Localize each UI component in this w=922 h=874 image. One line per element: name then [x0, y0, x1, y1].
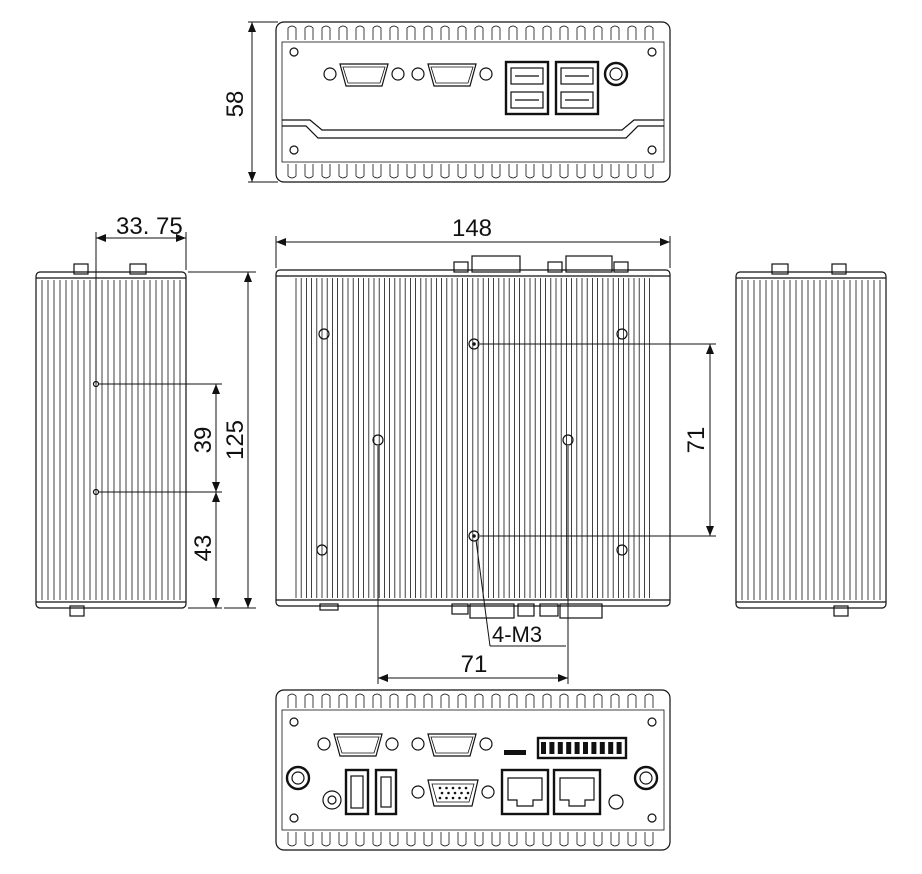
rear-view-bottom-fins: [287, 832, 654, 847]
left-side-view: 33. 75 39 43 125: [35, 213, 256, 617]
top-view-fins: [295, 278, 650, 598]
led-indicator-icon: [504, 750, 526, 755]
top-view-screw-holes: [316, 328, 628, 556]
rear-view: [275, 689, 671, 851]
vga-port: [411, 779, 495, 807]
antenna-left-icon: [285, 765, 311, 791]
terminal-block-icon: [536, 736, 628, 760]
right-side-fins: [741, 280, 881, 600]
left-side-fins: [41, 280, 181, 600]
dimension-front-height: 58: [222, 91, 249, 118]
front-usb-stack-2: [554, 60, 600, 116]
rear-serial-port-1: [317, 733, 399, 757]
dimension-top-width: 148: [452, 215, 492, 242]
rear-usb-port: [344, 768, 370, 816]
hdmi-port: [374, 768, 398, 816]
dimension-side-height: 125: [222, 420, 249, 460]
lan-port-2: [552, 768, 602, 816]
front-view-bottom-fins: [287, 164, 654, 179]
power-button-icon: [603, 61, 629, 87]
front-view: 58: [222, 21, 671, 183]
rear-serial-port-2: [411, 733, 493, 757]
right-side-view: [735, 263, 887, 617]
dimension-side-depth: 33. 75: [116, 213, 183, 240]
lan-port-1: [500, 768, 550, 816]
rear-view-top-fins: [287, 693, 654, 708]
audio-jack-icon: [608, 794, 624, 810]
front-view-top-fins: [287, 25, 654, 40]
dimension-mount-vertical: 71: [683, 427, 710, 454]
front-serial-port-2: [411, 63, 493, 87]
antenna-right-icon: [633, 765, 659, 791]
screw-callout: 4-M3: [492, 622, 542, 647]
dimension-hole-spacing-lower: 43: [190, 535, 217, 562]
dc-jack-icon: [322, 790, 342, 810]
dimension-hole-spacing-upper: 39: [190, 427, 217, 454]
front-usb-stack-1: [504, 60, 550, 116]
dimension-mount-horizontal: 71: [461, 651, 488, 678]
front-serial-port-1: [323, 63, 405, 87]
top-view: 148 71 71 4-M3: [275, 215, 716, 684]
